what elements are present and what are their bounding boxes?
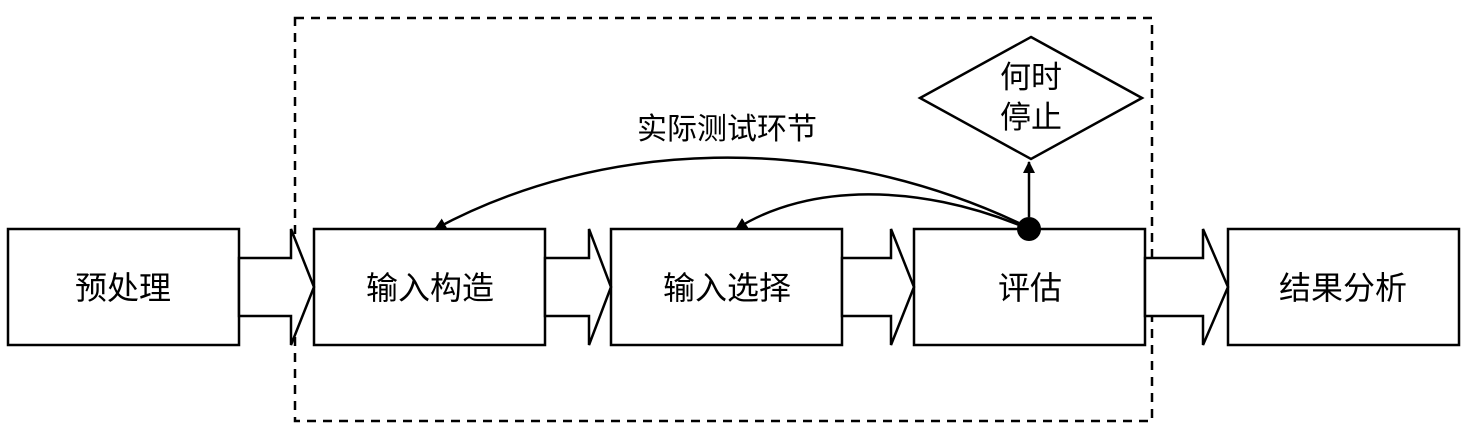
connector-arrow-select-to-evaluate <box>840 228 916 346</box>
decision-label-line1: 何时 <box>1000 60 1062 96</box>
input-select-label: 输入选择 <box>663 269 791 307</box>
input-construct-label: 输入构造 <box>366 269 494 307</box>
decision-label-line2: 停止 <box>1000 100 1062 136</box>
connector-arrow-preprocess-to-construct <box>237 228 316 346</box>
evaluate-label: 评估 <box>998 269 1062 307</box>
feedback-arrow-to-input-select <box>735 193 1020 231</box>
input-construct-box <box>312 227 547 347</box>
feedback-arrow-to-input-construct <box>434 156 1020 231</box>
feedback-junction-dot <box>1017 217 1041 241</box>
result-analysis-label: 结果分析 <box>1279 269 1407 307</box>
preprocess-box <box>6 227 241 347</box>
connector-arrow-construct-to-select <box>543 228 613 346</box>
result-analysis-box <box>1226 227 1461 347</box>
connector-arrow-evaluate-to-result <box>1143 228 1230 346</box>
testing-phase-boundary <box>293 16 1154 423</box>
stop-decision-diamond <box>917 35 1145 161</box>
actual-testing-label: 实际测试环节 <box>637 112 817 147</box>
preprocess-label: 预处理 <box>75 269 171 307</box>
